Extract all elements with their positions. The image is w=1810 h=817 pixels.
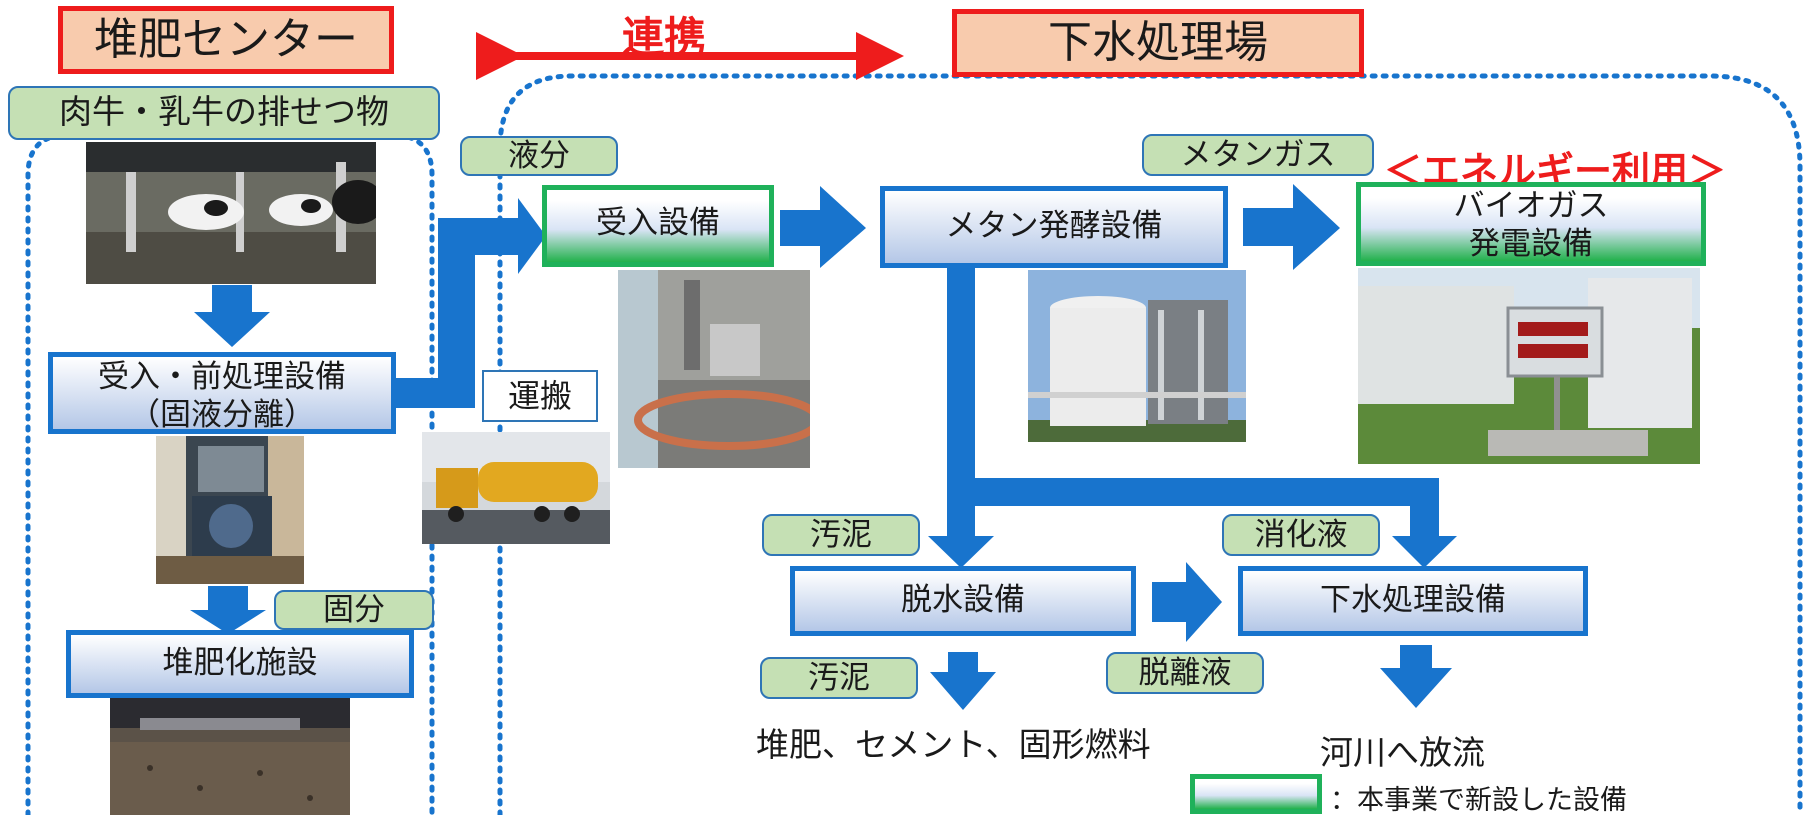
compost-pile-photo bbox=[110, 698, 350, 815]
methane-gas-label: メタンガス bbox=[1142, 134, 1374, 176]
receiving-tank-photo bbox=[618, 270, 810, 468]
pretreatment-facility: 受入・前処理設備 （固液分離） bbox=[48, 352, 396, 434]
sewage-treatment-facility: 下水処理設備 bbox=[1238, 566, 1588, 636]
legend-new-facility-swatch bbox=[1190, 774, 1322, 814]
manure-label: 肉牛・乳牛の排せつ物 bbox=[8, 86, 440, 140]
biogas-power-facility: バイオガス 発電設備 bbox=[1356, 182, 1706, 266]
tanker-truck-photo bbox=[422, 432, 610, 544]
digestate-vertical-line bbox=[1410, 478, 1439, 538]
arrow-dewatering-to-sewage bbox=[1152, 562, 1222, 642]
cattle-barn-photo bbox=[86, 142, 376, 284]
compost-center-title: 堆肥センター bbox=[58, 6, 394, 74]
digestate-label: 消化液 bbox=[1222, 514, 1380, 556]
solid-label: 固分 bbox=[274, 590, 434, 630]
biogas-line2: 発電設備 bbox=[1469, 226, 1593, 262]
arrow-methane-to-biogas bbox=[1243, 184, 1340, 270]
fermentation-tank-photo bbox=[1028, 270, 1246, 442]
arrow-pretreatment-to-compost bbox=[190, 586, 266, 634]
generator-photo bbox=[1358, 268, 1700, 464]
arrow-sludge-down bbox=[930, 652, 996, 710]
arrow-into-dewatering bbox=[928, 536, 994, 568]
separated-liquid-label: 脱離液 bbox=[1106, 652, 1264, 694]
legend-new-facility-label: ：本事業で新設した設備 bbox=[1330, 785, 1627, 816]
sludge-label-2: 汚泥 bbox=[760, 657, 918, 699]
pretreatment-line1: 受入・前処理設備 bbox=[98, 359, 346, 395]
river-discharge-text: 河川へ放流 bbox=[1320, 733, 1485, 772]
sludge-uses-text: 堆肥、セメント、固形燃料 bbox=[756, 725, 1151, 764]
receiving-facility: 受入設備 bbox=[542, 185, 774, 267]
sludge-label: 汚泥 bbox=[762, 514, 920, 556]
arrow-into-sewage-treatment bbox=[1392, 536, 1457, 568]
pretreatment-line2: （固液分離） bbox=[129, 397, 315, 433]
sewage-plant-title: 下水処理場 bbox=[952, 9, 1364, 77]
transport-label: 運搬 bbox=[482, 370, 598, 422]
arrow-receiving-to-methane bbox=[780, 186, 866, 268]
biogas-line1: バイオガス bbox=[1453, 188, 1609, 224]
liquid-route-top bbox=[438, 218, 520, 255]
methane-fermentation-facility: メタン発酵設備 bbox=[880, 186, 1228, 268]
arrow-manure-to-pretreatment bbox=[194, 285, 270, 347]
arrow-to-receiving bbox=[518, 198, 546, 274]
liquid-label: 液分 bbox=[460, 136, 618, 176]
digestate-horizontal-line bbox=[947, 478, 1439, 506]
link-label: 連携 bbox=[622, 13, 707, 62]
separator-photo bbox=[156, 436, 304, 584]
composting-facility: 堆肥化施設 bbox=[66, 630, 414, 698]
dewatering-facility: 脱水設備 bbox=[790, 566, 1136, 636]
sewage-plant-boundary bbox=[497, 73, 1803, 815]
arrow-discharge-down bbox=[1380, 645, 1452, 708]
